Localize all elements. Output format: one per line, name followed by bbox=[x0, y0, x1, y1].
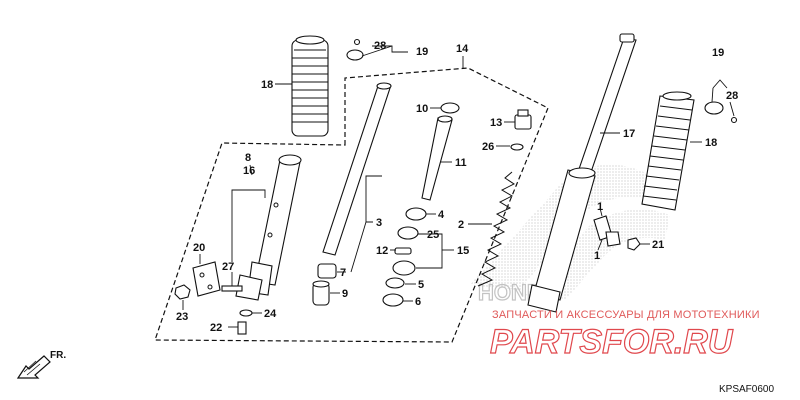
callout-1-top: 1 bbox=[597, 201, 603, 213]
oil-seal bbox=[392, 260, 416, 276]
callout-3: 3 bbox=[376, 217, 382, 229]
callout-18-left: 18 bbox=[261, 79, 273, 91]
piston-ring bbox=[440, 102, 460, 114]
callout-labels: 18 28 19 14 8 16 20 27 23 24 22 3 7 9 10… bbox=[176, 40, 738, 334]
callout-28-left: 28 bbox=[374, 40, 386, 52]
callout-17: 17 bbox=[623, 128, 635, 140]
callout-23: 23 bbox=[176, 311, 188, 323]
back-up-ring bbox=[394, 247, 412, 255]
callout-4: 4 bbox=[438, 209, 445, 221]
watermark-tagline: ЗАПЧАСТИ И АКСЕССУАРЫ ДЛЯ МОТОТЕХНИКИ bbox=[492, 309, 760, 321]
callout-25: 25 bbox=[427, 229, 439, 241]
boot-band-right bbox=[704, 101, 738, 124]
fork-bolt bbox=[514, 109, 532, 130]
o-ring bbox=[510, 143, 524, 151]
slider-cap-ring bbox=[382, 293, 404, 307]
fork-spring bbox=[477, 171, 515, 287]
callout-19-left: 19 bbox=[416, 46, 428, 58]
callout-14: 14 bbox=[456, 43, 469, 55]
fork-pipe bbox=[322, 82, 392, 256]
fork-slider-left bbox=[235, 154, 302, 301]
diagram-code: KPSAF0600 bbox=[719, 384, 774, 395]
callout-13: 13 bbox=[490, 117, 502, 129]
slider-bushing bbox=[317, 263, 337, 279]
oil-lock-piece bbox=[312, 280, 330, 306]
callout-1-bottom: 1 bbox=[594, 250, 600, 262]
callout-16: 16 bbox=[243, 165, 255, 177]
callout-28-right: 28 bbox=[726, 90, 738, 102]
callout-19-right: 19 bbox=[712, 47, 724, 59]
washer bbox=[239, 309, 253, 317]
seal-ring bbox=[397, 226, 419, 240]
callout-26: 26 bbox=[482, 141, 494, 153]
fork-boot-left bbox=[291, 35, 329, 137]
fork-assembly-right bbox=[527, 33, 637, 313]
callout-9: 9 bbox=[342, 288, 348, 300]
callout-8: 8 bbox=[245, 152, 251, 164]
callout-6: 6 bbox=[415, 296, 421, 308]
callout-15: 15 bbox=[457, 245, 469, 257]
front-direction-arrow: FR. bbox=[16, 350, 66, 379]
drain-bolt bbox=[237, 321, 247, 335]
callout-11: 11 bbox=[455, 157, 467, 169]
fork-boot-right bbox=[641, 91, 695, 211]
cap-nut bbox=[174, 284, 191, 300]
callout-7: 7 bbox=[340, 267, 346, 279]
stud-bolt bbox=[221, 285, 243, 292]
callout-18-right: 18 bbox=[705, 137, 717, 149]
callout-20: 20 bbox=[193, 242, 205, 254]
callout-12: 12 bbox=[376, 245, 388, 257]
callout-10: 10 bbox=[416, 103, 428, 115]
callout-21: 21 bbox=[652, 239, 664, 251]
leader-lines bbox=[182, 45, 735, 328]
fork-piston bbox=[421, 115, 453, 201]
boot-band-left bbox=[346, 38, 364, 61]
watermark-logo: PARTSFOR.RU bbox=[490, 323, 734, 361]
cable-guide bbox=[593, 215, 621, 247]
callout-22: 22 bbox=[210, 322, 222, 334]
axle-holder bbox=[192, 261, 221, 297]
callout-5: 5 bbox=[418, 279, 424, 291]
dust-seal bbox=[405, 207, 427, 221]
front-direction-label: FR. bbox=[50, 350, 66, 361]
callout-24: 24 bbox=[264, 308, 277, 320]
guide-bushing bbox=[385, 277, 405, 289]
guide-bolt bbox=[627, 237, 641, 251]
assembly-outline bbox=[154, 67, 549, 343]
callout-2: 2 bbox=[458, 219, 464, 231]
shop-watermark: ЗАПЧАСТИ И АКСЕССУАРЫ ДЛЯ МОТОТЕХНИКИ PA… bbox=[489, 309, 760, 362]
callout-27: 27 bbox=[222, 261, 234, 273]
